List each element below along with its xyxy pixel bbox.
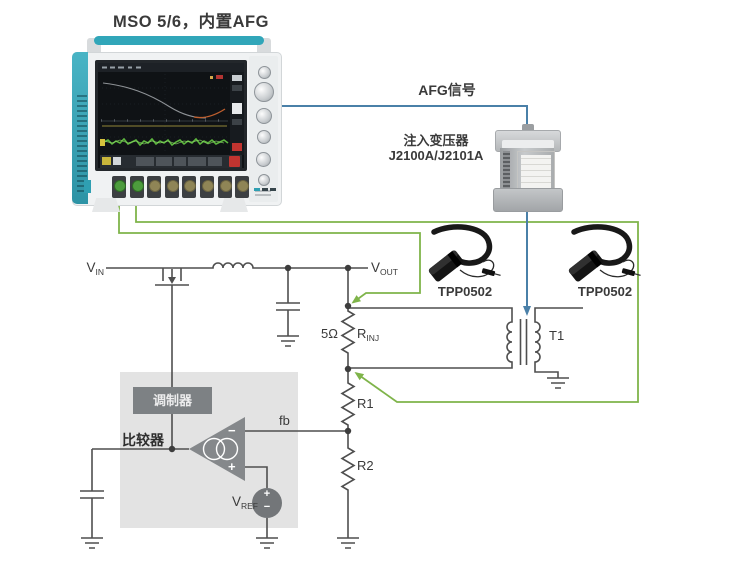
green-probe-cable-ch2: [135, 196, 639, 403]
scope-dash: [270, 188, 276, 191]
bnc-ring: [184, 180, 197, 192]
bnc-connector-ch5: [182, 176, 197, 198]
bnc-ring: [149, 180, 162, 192]
injection-transformer-name: 注入变压器: [403, 133, 469, 148]
injection-transformer-device: [493, 124, 563, 214]
rinj-label: RINJ: [357, 326, 380, 343]
bnc-ring: [202, 180, 214, 192]
afg-arrowhead: [523, 306, 531, 316]
opamp-plus-sign: +: [228, 459, 236, 474]
scope-knob: [256, 152, 271, 167]
scope-foot-right: [220, 198, 248, 212]
vin-label: VIN: [86, 260, 104, 277]
mosfet-arrow: [168, 277, 176, 284]
scope-handle: [94, 36, 264, 45]
bnc-ring: [131, 180, 144, 192]
afg-signal-label: AFG信号: [418, 82, 476, 98]
fb-label: fb: [279, 413, 290, 428]
bnc-connector-ch3: [147, 176, 162, 198]
green-probe-cable-ch1: [118, 196, 421, 304]
scope-screen-graphics: [98, 63, 244, 168]
bnc-connector-ch1: [112, 176, 126, 198]
scope-dash: [254, 188, 260, 191]
scope-knob: [256, 108, 272, 124]
bnc-ring: [166, 180, 179, 192]
scope-screen: [95, 60, 247, 171]
vref-label: VREF: [231, 494, 258, 511]
injection-transformer-model: J2100A/J2101A: [388, 148, 484, 163]
oscilloscope: [70, 36, 282, 214]
green-arrowhead-top: [351, 295, 361, 304]
device-top-face: [502, 140, 554, 149]
scope-foot-left: [92, 198, 120, 212]
afg-signal-wire: [276, 105, 528, 307]
scope-knob: [258, 174, 270, 186]
t1-label: T1: [549, 328, 565, 343]
probe-tpp0502-right: [568, 224, 641, 282]
scope-accent-chip: [84, 180, 91, 193]
scope-knob: [254, 82, 274, 102]
vref-source-circle: [252, 488, 282, 518]
scope-vents: [77, 92, 87, 192]
r2-label: R2: [357, 458, 374, 473]
vref-plus-sign: +: [263, 488, 271, 500]
bnc-connector-ch6: [200, 176, 214, 198]
probe-right-label: TPP0502: [577, 284, 633, 299]
scope-control-panel: [249, 56, 278, 202]
diagram-title: MSO 5/6，内置AFG: [113, 13, 269, 31]
comparator-opamp: [189, 417, 245, 481]
ground-symbols: [81, 335, 569, 549]
device-bottom-cap: [493, 188, 563, 212]
probe-tpp0502-left: [428, 224, 501, 282]
scope-left-panel: [72, 52, 88, 204]
device-connector: [522, 124, 534, 134]
scope-dash: [262, 188, 268, 191]
scope-panel-detail: [255, 194, 271, 196]
comparator-label: 比较器: [122, 432, 164, 448]
probe-left-label: TPP0502: [437, 284, 493, 299]
bnc-ring: [114, 180, 126, 192]
scope-panel-detail: [255, 190, 271, 192]
device-vents: [503, 151, 510, 191]
modulator-box: 调制器: [133, 387, 212, 414]
bnc-connector-ch8: [235, 176, 250, 198]
bnc-connector-ch2: [129, 176, 144, 198]
scope-knob: [258, 66, 271, 79]
bnc-connector-ch7: [217, 176, 232, 198]
junction-dots: [168, 264, 352, 453]
bnc-connector-ch4: [164, 176, 179, 198]
rinj-value-label: 5Ω: [321, 326, 338, 341]
r1-label: R1: [357, 396, 374, 411]
bnc-ring: [237, 180, 250, 192]
vout-label: VOUT: [371, 260, 398, 277]
vref-minus-sign: −: [263, 501, 271, 513]
scope-knob: [257, 130, 271, 144]
bnc-ring: [219, 180, 232, 192]
green-arrowhead-bottom: [354, 372, 365, 381]
circuit-wires: [80, 262, 583, 538]
opamp-minus-sign: −: [228, 423, 236, 438]
